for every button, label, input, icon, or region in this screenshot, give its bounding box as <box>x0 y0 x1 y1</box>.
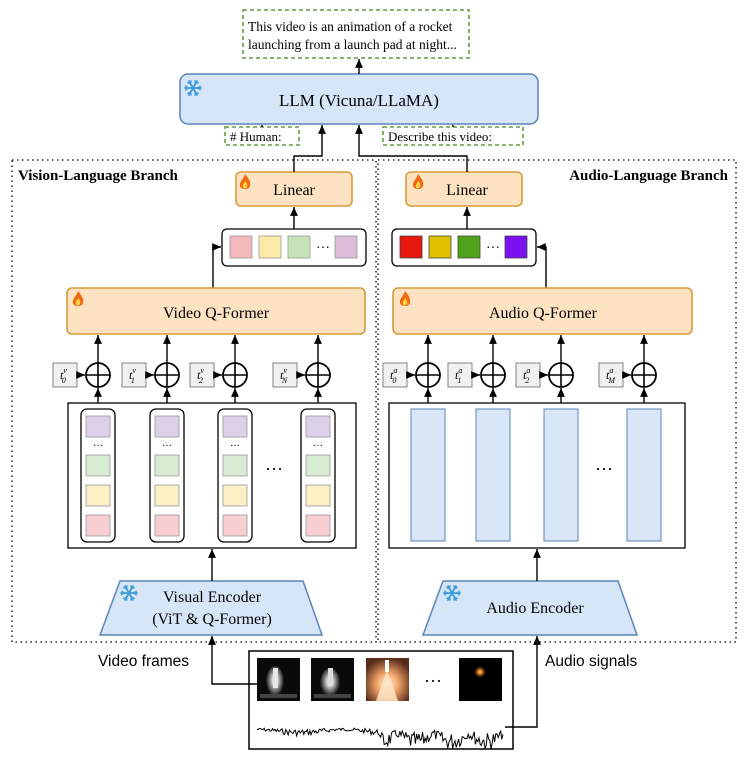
audio-waveform-icon <box>256 727 504 751</box>
llm-label: LLM (Vicuna/LLaMA) <box>279 91 439 110</box>
video-frame-thumbnail-3 <box>366 658 409 701</box>
audio-linear-box <box>405 171 523 207</box>
video-input-to-encoder-arrow <box>208 636 257 685</box>
audio-encoder-snowflake-icon <box>443 585 461 601</box>
audio-linear-flame-icon <box>412 174 424 189</box>
output-text-box <box>242 9 470 59</box>
vision-linear-label: Linear <box>273 182 315 199</box>
audio-output-token-4 <box>504 235 528 259</box>
vision-frame-token <box>222 415 248 438</box>
audio-feature-column-2 <box>543 408 579 542</box>
visual-encoder-box <box>98 580 324 636</box>
audio-qformer-to-tokens-arrow <box>537 243 547 288</box>
vision-frame-token <box>305 514 331 537</box>
vision-timestamp-box-0 <box>52 362 78 388</box>
vision-frame-token <box>222 454 248 477</box>
vision-token-ellipsis: ··· <box>316 241 330 256</box>
vision-frame-token <box>154 484 180 507</box>
vision-frame-token <box>154 454 180 477</box>
vision-frame-token <box>154 514 180 537</box>
vision-qformer-to-tokens-arrow <box>212 243 221 288</box>
output-text-line-1: This video is an animation of a rocket <box>248 19 453 34</box>
audio-linear-label: Linear <box>446 182 488 199</box>
vision-frame-stack-ellipsis: ··· <box>230 441 240 452</box>
vision-frame-token <box>85 415 111 438</box>
audio-encoder-label: Audio Encoder <box>486 600 584 617</box>
vision-frame-token-group: ··· ··· ··· ··· <box>80 408 336 543</box>
visual-encoder-snowflake-icon <box>120 585 138 601</box>
vision-frame-token <box>305 454 331 477</box>
audio-feature-column-3 <box>626 408 662 542</box>
vision-timestamp-box-2 <box>189 362 215 388</box>
audio-token-group <box>399 235 528 259</box>
video-qformer-flame-icon <box>72 291 84 306</box>
vision-frame-stack-ellipsis: ··· <box>313 441 323 452</box>
vision-frame-stack-ellipsis: ··· <box>93 441 103 452</box>
vision-frame-token <box>154 415 180 438</box>
vision-frame-token <box>85 454 111 477</box>
vision-frame-token <box>305 415 331 438</box>
vision-frame-token <box>85 484 111 507</box>
audio-signals-label: Audio signals <box>545 653 637 670</box>
audio-qformer-flame-icon <box>399 291 411 306</box>
video-thumbnails-ellipsis: ··· <box>424 671 442 691</box>
vision-frame-token <box>85 514 111 537</box>
audio-timestamp-box-3 <box>598 362 624 388</box>
audio-encoder-box <box>421 580 639 636</box>
video-frames-label: Video frames <box>98 653 189 670</box>
human-prompt-label: # Human: <box>230 129 282 144</box>
audio-linear-to-llm-arrow <box>355 125 468 172</box>
video-frame-thumbnail-4 <box>459 658 502 701</box>
vision-frames-ellipsis: ··· <box>265 459 283 479</box>
audio-input-to-encoder-arrow <box>505 636 541 728</box>
audio-features-ellipsis: ··· <box>595 459 613 479</box>
audio-qformer-label: Audio Q-Former <box>489 305 598 322</box>
audio-feature-column-0 <box>410 408 446 542</box>
vision-token-group <box>229 235 358 259</box>
vision-timestamp-box-3 <box>272 362 298 388</box>
audio-output-token-2 <box>428 235 452 259</box>
output-text-line-2: launching from a launch pad at night... <box>248 37 457 52</box>
audio-feature-column-1 <box>475 408 511 542</box>
visual-encoder-label-line1: Visual Encoder <box>163 589 262 606</box>
vision-output-token-1 <box>229 235 253 259</box>
describe-prompt-label: Describe this video: <box>388 129 492 144</box>
vision-branch-container <box>11 159 377 643</box>
audio-output-token-3 <box>457 235 481 259</box>
audio-token-ellipsis: ··· <box>486 241 500 256</box>
vision-linear-to-llm-arrow <box>293 125 326 172</box>
audio-feature-group <box>410 408 662 542</box>
vision-frame-token <box>222 514 248 537</box>
visual-encoder-label-line2: (ViT & Q-Former) <box>152 611 272 628</box>
vision-branch-title: Vision-Language Branch <box>18 168 179 184</box>
vision-linear-flame-icon <box>239 174 251 189</box>
vision-frame-stack-ellipsis: ··· <box>162 441 172 452</box>
llm-snowflake-icon <box>184 80 202 96</box>
vision-output-token-2 <box>258 235 282 259</box>
video-qformer-box <box>66 287 366 335</box>
vision-frame-token <box>305 484 331 507</box>
audio-qformer-box <box>392 287 693 335</box>
vision-output-token-3 <box>287 235 311 259</box>
audio-branch-title: Audio-Language Branch <box>569 168 728 184</box>
vision-output-token-4 <box>334 235 358 259</box>
video-qformer-label: Video Q-Former <box>163 305 270 322</box>
video-frame-thumbnail-1 <box>257 658 300 701</box>
vision-frame-token <box>222 484 248 507</box>
video-frame-thumbnail-2 <box>311 658 354 701</box>
audio-output-token-1 <box>399 235 423 259</box>
